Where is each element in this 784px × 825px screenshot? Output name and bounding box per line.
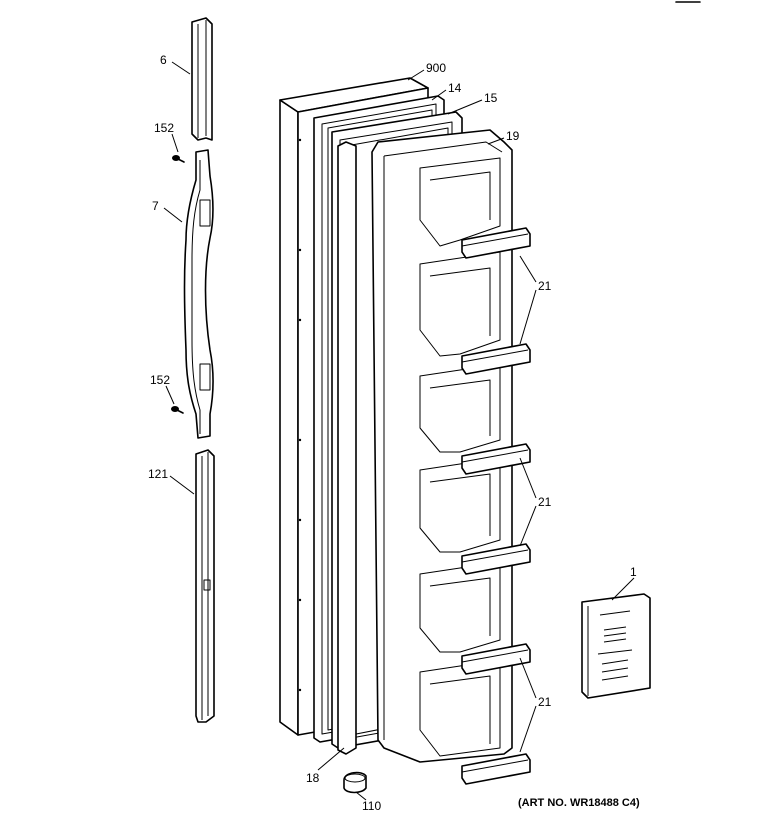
callout-19: 19: [506, 129, 520, 143]
part-152-screw-bottom: [171, 406, 184, 414]
part-21-shelf-rail-2: [461, 343, 531, 375]
part-152-screw-top: [172, 155, 185, 163]
callout-7: 7: [152, 199, 159, 213]
part-21-shelf-rail-6: [461, 753, 531, 785]
part-121-trim-strip: [195, 449, 215, 723]
part-7-door-handle: [183, 149, 214, 439]
callout-110: 110: [362, 799, 381, 813]
callout-152-top: 152: [154, 121, 174, 135]
part-21-shelf-rail-3: [461, 443, 531, 475]
callout-21-bottom: 21: [538, 695, 552, 709]
callout-121: 121: [148, 467, 168, 481]
callout-14: 14: [448, 81, 462, 95]
callout-6: 6: [160, 53, 167, 67]
callout-1: 1: [630, 565, 637, 579]
part-18-liner-strip: [337, 141, 357, 755]
callout-15: 15: [484, 91, 498, 105]
callout-900: 900: [426, 61, 446, 75]
callout-21-middle: 21: [538, 495, 552, 509]
part-6-handle-cap: [191, 17, 213, 141]
art-number: (ART NO. WR18488 C4): [518, 797, 640, 809]
leader-lines: [163, 61, 635, 801]
part-21-shelf-rail-1: [461, 227, 531, 259]
part-1-instruction-booklet: [581, 593, 651, 699]
part-21-shelf-rail-4: [461, 543, 531, 575]
callout-152-bottom: 152: [150, 373, 170, 387]
callout-21-top: 21: [538, 279, 552, 293]
part-21-shelf-rail-5: [461, 643, 531, 675]
callout-18: 18: [306, 771, 320, 785]
part-110-cap: [343, 771, 367, 794]
part-19-inner-liner: [371, 129, 513, 763]
